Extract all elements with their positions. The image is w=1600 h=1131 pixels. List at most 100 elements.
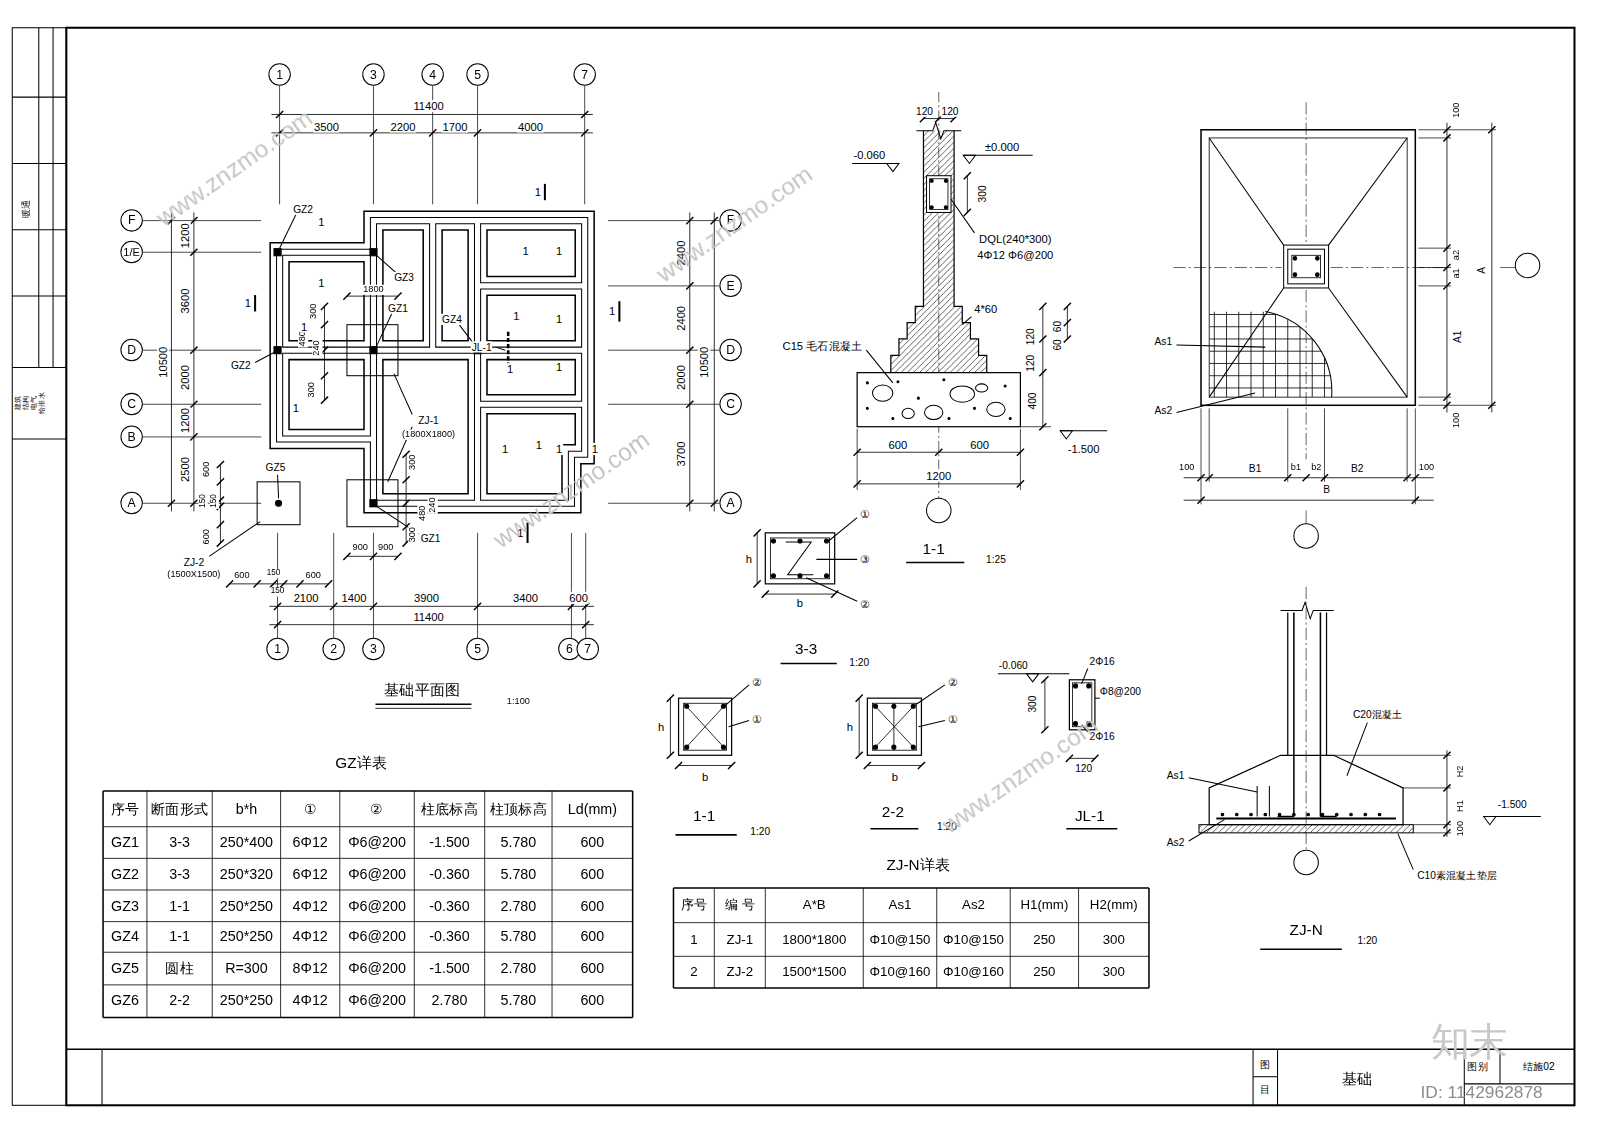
- drawing-label: 2500: [179, 456, 191, 483]
- drawing-label: 4000: [517, 120, 544, 132]
- drawing-line: [916, 685, 945, 704]
- aggregate-dot: [1009, 418, 1011, 420]
- dim-tick: [582, 621, 589, 628]
- dimension-line: [765, 594, 834, 595]
- drawing-label: 1:100: [506, 697, 531, 707]
- drawing-label: JL-1: [471, 341, 493, 352]
- drawing-label: 1:20: [749, 826, 771, 837]
- axis-bubble: D: [719, 339, 741, 361]
- drawing-label: ±0.000: [984, 141, 1020, 153]
- drawing-label: b: [701, 770, 709, 782]
- drawing-line: [1418, 137, 1451, 138]
- drawing-label: 6Φ12: [292, 834, 329, 850]
- center-line: [1306, 102, 1307, 243]
- drawing-line: [1403, 787, 1451, 788]
- axis-bubble: C: [120, 393, 142, 415]
- rebar-dot: [1316, 273, 1320, 277]
- drawing-label: (1500X1500): [166, 569, 221, 579]
- drawing-line: [1269, 786, 1270, 817]
- dim-tick: [754, 580, 761, 587]
- dim-tick: [728, 762, 735, 769]
- drawing-label: -0.360: [428, 929, 471, 945]
- drawing-label: 1-1: [168, 898, 191, 914]
- dim-tick: [217, 521, 224, 528]
- aggregate-dot: [973, 407, 975, 409]
- drawing-label: 序号: [680, 898, 709, 913]
- drawing-label: As1: [1153, 336, 1173, 347]
- drawing-label: 120: [940, 106, 959, 117]
- dim-tick: [1064, 335, 1071, 342]
- drawing-line: [1201, 408, 1202, 504]
- drawing-label: -0.360: [428, 898, 471, 914]
- drawing-label: 60: [1052, 320, 1063, 333]
- rebar-line: [1209, 387, 1337, 388]
- axis-label: 5: [474, 643, 481, 655]
- rebar-dot: [824, 539, 828, 543]
- drawing-label: 600: [579, 961, 605, 977]
- table-rule: [673, 956, 1149, 957]
- drawing-label: 250*250: [219, 993, 274, 1009]
- drawing-label: Φ6@200: [347, 834, 407, 850]
- rebar-line: [1238, 306, 1239, 397]
- drawing-line: [1257, 786, 1258, 817]
- detail-circle: [927, 498, 951, 522]
- drawing-label: 3400: [512, 592, 539, 604]
- dimension-line: [714, 212, 715, 511]
- drawing-label: 1: [535, 439, 543, 451]
- dim-tick: [686, 401, 693, 408]
- section-cut: [254, 295, 256, 311]
- dim-tick: [274, 621, 281, 628]
- drawing-line: [676, 834, 737, 836]
- axis-line: [608, 404, 719, 405]
- table-rule: [1148, 888, 1150, 988]
- drawing-label: ZJ-2: [726, 965, 755, 980]
- drawing-line: [496, 347, 505, 350]
- axis-bubble: 4: [421, 63, 443, 85]
- dim-tick: [918, 762, 925, 769]
- drawing-line: [806, 578, 857, 601]
- drawing-label: DQL(240*300): [978, 233, 1052, 245]
- rebar-dot: [944, 206, 947, 209]
- elevation-mark: [963, 155, 975, 163]
- center-line: [1306, 290, 1307, 459]
- dimension-line: [1042, 306, 1043, 426]
- watermark: www.znzmo.com: [651, 160, 819, 289]
- drawing-label: 6Φ12: [292, 866, 329, 882]
- drawing-line: [781, 663, 837, 665]
- structural-column: [274, 347, 281, 354]
- drawing-label: 2-2: [881, 804, 905, 821]
- drawing-line: [1334, 755, 1451, 756]
- drawing-label: 300: [307, 381, 317, 398]
- drawing-label: 建筑: [13, 395, 21, 411]
- drawing-rect: [1288, 249, 1325, 284]
- drawing-label: 1: [521, 245, 529, 257]
- drawing-label: 150: [210, 493, 219, 509]
- rebar-dot: [1250, 813, 1253, 816]
- drawing-line: [1253, 1076, 1277, 1077]
- elevation-mark: [887, 163, 899, 171]
- table-rule: [280, 791, 281, 1018]
- dimension-line: [679, 765, 732, 766]
- drawing-label: 900: [377, 543, 394, 553]
- center-line: [1306, 587, 1307, 850]
- drawing-label: h: [846, 720, 854, 732]
- drawing-label: H1(mm): [1019, 898, 1069, 913]
- drawing-label: 100: [1456, 820, 1466, 837]
- dimension-line: [230, 583, 329, 584]
- rebar-line: [1226, 306, 1227, 397]
- dim-tick: [190, 347, 197, 354]
- drawing-label: b: [796, 597, 804, 609]
- dimension-line: [171, 212, 172, 511]
- drawing-label: 结施02: [1522, 1061, 1556, 1072]
- drawing-line: [893, 703, 894, 750]
- drawing-label: 1: [512, 310, 520, 322]
- table-rule: [103, 952, 633, 953]
- axis-bubble: 7: [577, 638, 599, 660]
- drawing-line: [962, 317, 971, 325]
- drawing-label: b2: [1310, 463, 1322, 473]
- aggregate-dot: [948, 418, 950, 420]
- tie-bar: [786, 542, 814, 575]
- drawing-line: [1189, 820, 1225, 841]
- axis-label: C: [726, 398, 735, 410]
- drawing-label: 2.780: [499, 961, 537, 977]
